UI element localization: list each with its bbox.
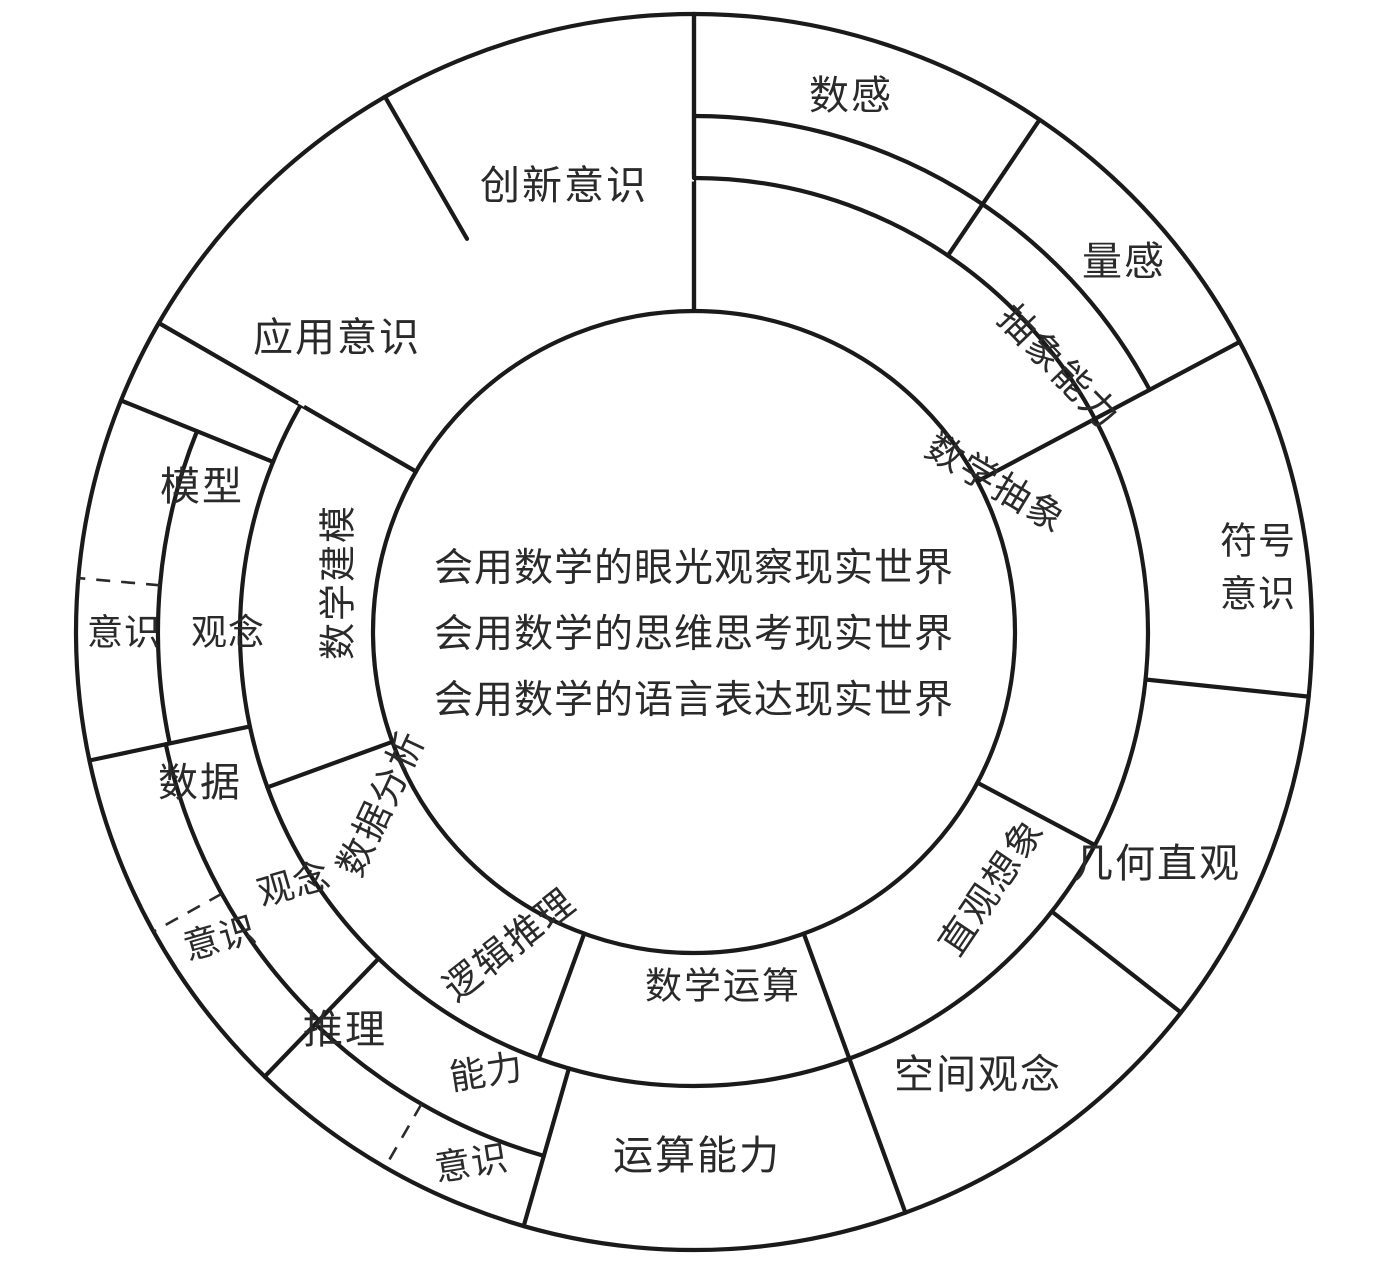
- outer-divider-224: [262, 956, 381, 1079]
- outer-divider-330: [382, 94, 470, 241]
- outer-label-quantity-sense[interactable]: 量感: [1082, 239, 1166, 284]
- middle-divider-62: [975, 416, 1098, 484]
- middle-label-math-operation[interactable]: 数学运算: [645, 965, 801, 1007]
- outer-label-innovation-awareness[interactable]: 创新意识: [480, 163, 648, 208]
- middle-ring-radial-lines: [156, 11, 1098, 1061]
- dash-reason-split: [383, 1103, 423, 1168]
- arc-symbol-inner: [1093, 417, 1150, 682]
- center-text-group: 会用数学的眼光观察现实世界 会用数学的思维思考现实世界 会用数学的语言表达现实世…: [434, 547, 954, 722]
- middle-divider-160: [801, 931, 852, 1061]
- middle-divider-118: [975, 780, 1098, 848]
- outer-label-model[interactable]: 模型: [160, 464, 244, 509]
- merged-divider-300: [156, 320, 303, 408]
- outer-label-reasoning[interactable]: 推理: [303, 1007, 387, 1052]
- sub-label-model-awareness[interactable]: 意识: [87, 612, 161, 652]
- sub-label-model-concept[interactable]: 观念: [191, 612, 265, 652]
- outer-divider-34: [945, 117, 1042, 258]
- outer-ring-radial-lines: [87, 11, 1311, 1229]
- outer-circle-fill: [76, 14, 1312, 1250]
- outer-label-symbol-awareness-2[interactable]: 意识: [1220, 573, 1296, 615]
- outer-ring-sub-structure: [155, 113, 1152, 1158]
- outer-label-application-awareness[interactable]: 应用意识: [253, 315, 421, 360]
- arc-reason-split: [313, 1021, 546, 1158]
- outer-divider-128: [1049, 909, 1184, 1015]
- dash-model-split: [78, 576, 161, 587]
- outer-label-operation-ability[interactable]: 运算能力: [613, 1133, 781, 1178]
- arc-abstract-ability: [691, 113, 1152, 392]
- outer-divider-62: [1092, 339, 1242, 421]
- arc-data-split: [163, 742, 321, 1023]
- outer-label-number-sense[interactable]: 数感: [809, 73, 893, 118]
- center-line-3: 会用数学的语言表达现实世界: [434, 679, 954, 722]
- outer-divider-160: [847, 1056, 908, 1215]
- outer-divider-96: [1143, 677, 1311, 699]
- dash-data-split: [152, 892, 223, 933]
- middle-label-math-modeling[interactable]: 数学建模: [317, 504, 359, 660]
- middle-divider-200: [536, 931, 587, 1061]
- outer-label-geometric-intuition[interactable]: 几何直观: [1073, 841, 1241, 886]
- outer-ring-labels: 数感 量感 符号 意识 几何直观 空间观念 运算能力 推理 数据 模型 应用意识…: [158, 73, 1296, 1178]
- outer-divider-196: [521, 1066, 572, 1229]
- arc-model-split: [155, 429, 200, 746]
- cell-borders: [78, 576, 423, 1168]
- outer-label-symbol-awareness-1[interactable]: 符号: [1220, 520, 1296, 562]
- center-line-1: 会用数学的眼光观察现实世界: [434, 547, 954, 590]
- outer-label-spatial-concept[interactable]: 空间观念: [894, 1052, 1062, 1097]
- outer-label-data[interactable]: 数据: [158, 760, 242, 805]
- middle-divider-300: [298, 402, 419, 474]
- middle-divider-250: [265, 739, 395, 790]
- center-line-2: 会用数学的思维思考现实世界: [434, 613, 954, 656]
